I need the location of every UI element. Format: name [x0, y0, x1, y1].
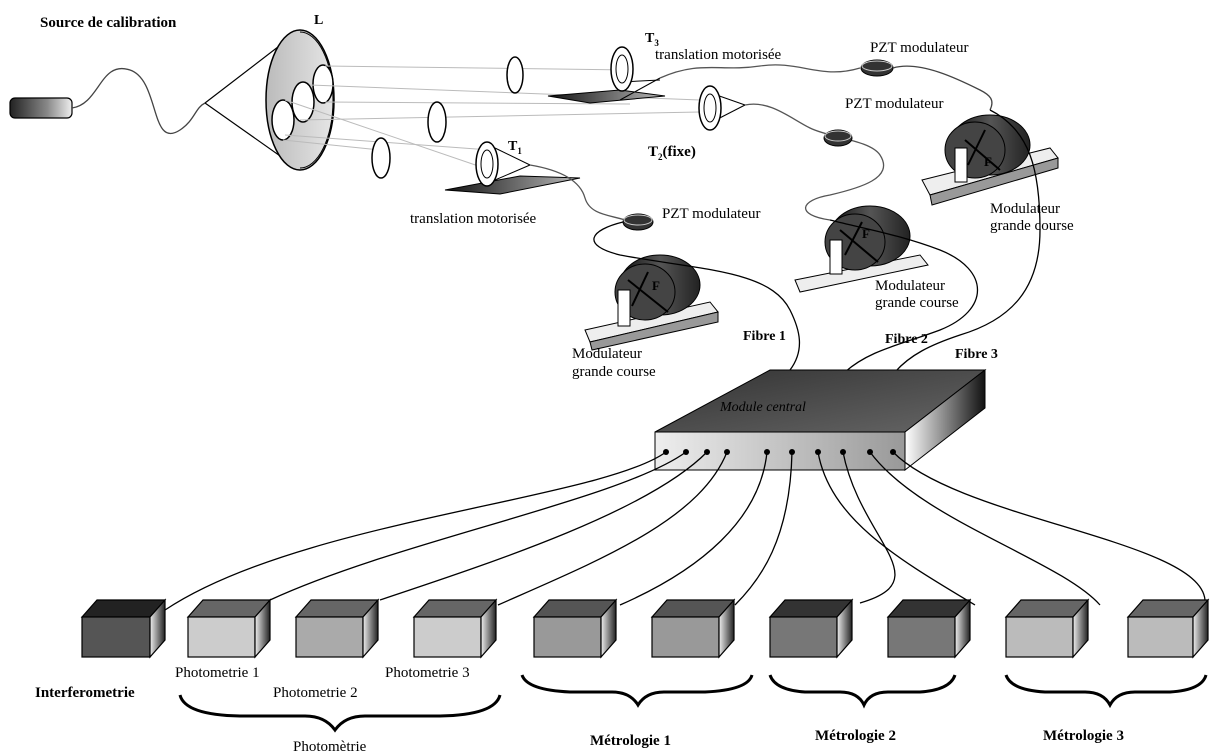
photometrie-label: Photomètrie [293, 739, 367, 755]
output-fibres [164, 451, 1206, 611]
brace-metrologie-1 [520, 674, 754, 708]
modulator-mid: F [794, 205, 929, 293]
modulator-left-f: F [652, 278, 660, 293]
detector-metrologie-1a [532, 598, 618, 659]
calibration-source [9, 67, 206, 134]
detector-metrologie-3a [1004, 598, 1090, 659]
pzt-top-label: PZT modulateur [870, 40, 968, 56]
photo1-label: Photometrie 1 [175, 665, 260, 681]
fibre3-label: Fibre 3 [955, 347, 998, 362]
pzt-left-label: PZT modulateur [662, 206, 760, 222]
fibres [593, 109, 1041, 373]
modulator-right: F [921, 114, 1059, 206]
lens-label: L [314, 13, 323, 28]
metro2-label: Métrologie 2 [815, 728, 896, 744]
fibre2-label: Fibre 2 [885, 332, 928, 347]
t3-label: T3 [645, 31, 659, 48]
mod-right-label-2: grande course [990, 218, 1074, 234]
modulator-left: F [584, 254, 719, 351]
t3-stage [547, 46, 861, 104]
t2-label: T2(fixe) [648, 144, 696, 162]
pzt-coil-mid [823, 129, 853, 147]
modulator-mid-f: F [862, 226, 870, 241]
detector-photometrie-3 [412, 598, 498, 659]
t1-translation-label: translation motorisée [410, 211, 537, 227]
brace-metrologie-2 [768, 674, 957, 709]
brace-photometrie [178, 694, 502, 733]
mod-mid-label-2: grande course [875, 295, 959, 311]
ring-elements [371, 56, 524, 179]
detector-metrologie-3b [1126, 598, 1210, 659]
detector-boxes [80, 598, 1210, 659]
detector-metrologie-1b [650, 598, 736, 659]
braces [178, 674, 1208, 733]
detector-metrologie-2a [768, 598, 854, 659]
pzt-coil-left [622, 213, 654, 231]
beam-lines [282, 65, 701, 171]
lens-L [204, 29, 335, 171]
mod-left-label-2: grande course [572, 364, 656, 380]
t2-fixed [698, 85, 885, 221]
source-label: Source de calibration [40, 15, 177, 31]
detector-photometrie-1 [186, 598, 272, 659]
t1-label: T1 [508, 139, 522, 156]
detector-interferometrie [80, 598, 167, 659]
photo2-label: Photometrie 2 [273, 685, 358, 701]
mod-mid-label-1: Modulateur [875, 278, 945, 294]
metro3-label: Métrologie 3 [1043, 728, 1124, 744]
t3-translation-label: translation motorisée [655, 47, 782, 63]
mod-left-label-1: Modulateur [572, 346, 642, 362]
pzt-mid-label: PZT modulateur [845, 96, 943, 112]
central-module [654, 368, 987, 472]
detector-metrologie-2b [886, 598, 972, 659]
mod-right-label-1: Modulateur [990, 201, 1060, 217]
fibre1-label: Fibre 1 [743, 329, 786, 344]
modulator-right-f: F [984, 154, 992, 169]
detector-photometrie-2 [294, 598, 380, 659]
module-label: Module central [719, 400, 806, 415]
photo3-label: Photometrie 3 [385, 665, 470, 681]
pzt-coil-top [860, 59, 993, 111]
t1-stage [444, 141, 626, 221]
metro1-label: Métrologie 1 [590, 733, 671, 749]
brace-metrologie-3 [1004, 674, 1208, 709]
interferometrie-label: Interferometrie [35, 685, 135, 701]
